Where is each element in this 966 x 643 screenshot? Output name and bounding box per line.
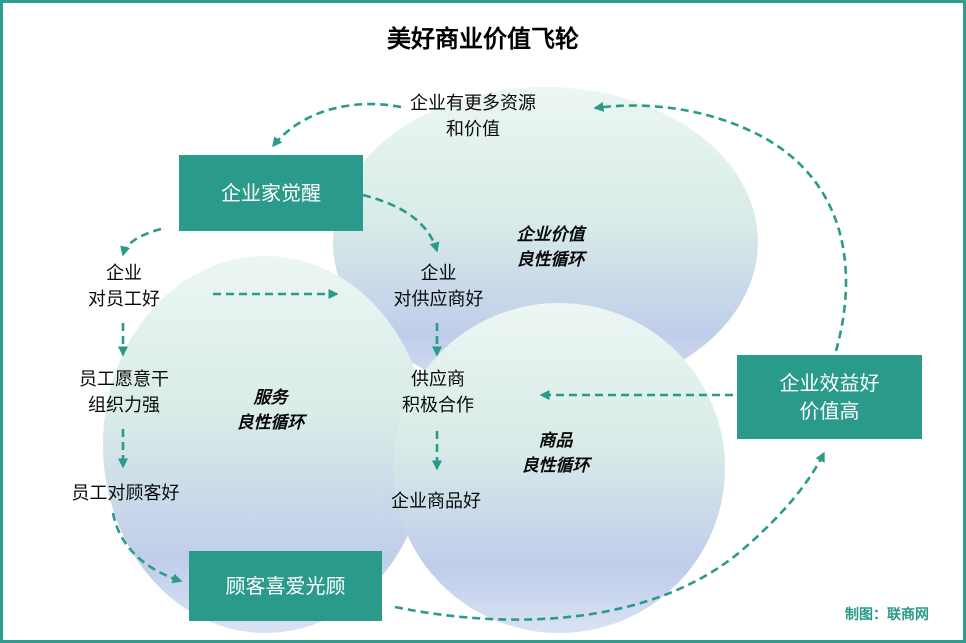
arrow-customerslove-to-benefit — [394, 451, 826, 621]
arrow-resources-to-awakening — [271, 102, 402, 148]
node-goods-cycle-line1: 商品 — [538, 431, 573, 451]
node-goods-cycle-line2: 良性循环 — [521, 455, 590, 476]
node-good-products-text: 企业商品好 — [391, 491, 481, 512]
node-service-cycle: 服务 良性循环 — [198, 386, 343, 435]
customers-love-box: 顾客喜爱光顾 — [189, 551, 382, 621]
node-good-products: 企业商品好 — [353, 489, 519, 515]
node-service-cycle-line2: 良性循环 — [236, 412, 305, 433]
node-employees-good-to-customers: 员工对顾客好 — [33, 481, 218, 507]
node-good-to-suppliers-line1: 企业 — [420, 263, 457, 284]
node-more-resources-line1: 企业有更多资源 — [410, 93, 536, 114]
arrow-goodtocustomers-to-customerslove — [111, 512, 183, 584]
enterprise-benefit-box: 企业效益好 价值高 — [737, 355, 922, 439]
arrow-benefit-to-resources — [593, 101, 848, 352]
entrepreneur-awakening-box: 企业家觉醒 — [179, 155, 363, 231]
arrow-awakening-to-suppliers — [362, 193, 440, 253]
node-good-to-employees-line1: 企业 — [106, 263, 142, 284]
node-enterprise-value-cycle-line1: 企业价值 — [516, 225, 585, 245]
node-good-to-employees-line2: 对员工好 — [88, 289, 160, 311]
customers-love-label: 顾客喜爱光顾 — [225, 574, 346, 598]
node-suppliers-cooperate: 供应商 积极合作 — [373, 367, 503, 419]
node-employees-good-to-customers-text: 员工对顾客好 — [71, 483, 180, 504]
node-good-to-suppliers-line2: 对供应商好 — [393, 289, 484, 311]
node-enterprise-value-cycle: 企业价值 良性循环 — [473, 223, 628, 272]
enterprise-benefit-line1: 企业效益好 — [779, 371, 880, 395]
node-good-to-suppliers: 企业 对供应商好 — [361, 261, 516, 313]
node-service-cycle-line1: 服务 — [253, 388, 288, 408]
node-suppliers-cooperate-line1: 供应商 — [411, 369, 465, 390]
node-suppliers-cooperate-line2: 积极合作 — [402, 395, 474, 417]
node-enterprise-value-cycle-line2: 良性循环 — [516, 249, 585, 270]
credit-text: 制图：联商网 — [845, 607, 929, 623]
node-good-to-employees: 企业 对员工好 — [61, 261, 187, 313]
node-employees-motivated-line2: 组织力强 — [88, 395, 160, 417]
entrepreneur-awakening-label: 企业家觉醒 — [221, 181, 321, 205]
node-employees-motivated: 员工愿意干 组织力强 — [48, 367, 200, 419]
arrow-layer — [111, 101, 848, 621]
node-goods-cycle: 商品 良性循环 — [483, 429, 628, 478]
page-title: 美好商业价值飞轮 — [387, 25, 579, 53]
node-more-resources-line2: 和价值 — [446, 119, 500, 141]
node-employees-motivated-line1: 员工愿意干 — [79, 369, 169, 390]
enterprise-benefit-line2: 价值高 — [799, 399, 860, 423]
node-more-resources: 企业有更多资源 和价值 — [363, 91, 583, 143]
arrow-awakening-to-employees — [120, 227, 162, 257]
bubble-goods-cycle — [393, 303, 725, 633]
